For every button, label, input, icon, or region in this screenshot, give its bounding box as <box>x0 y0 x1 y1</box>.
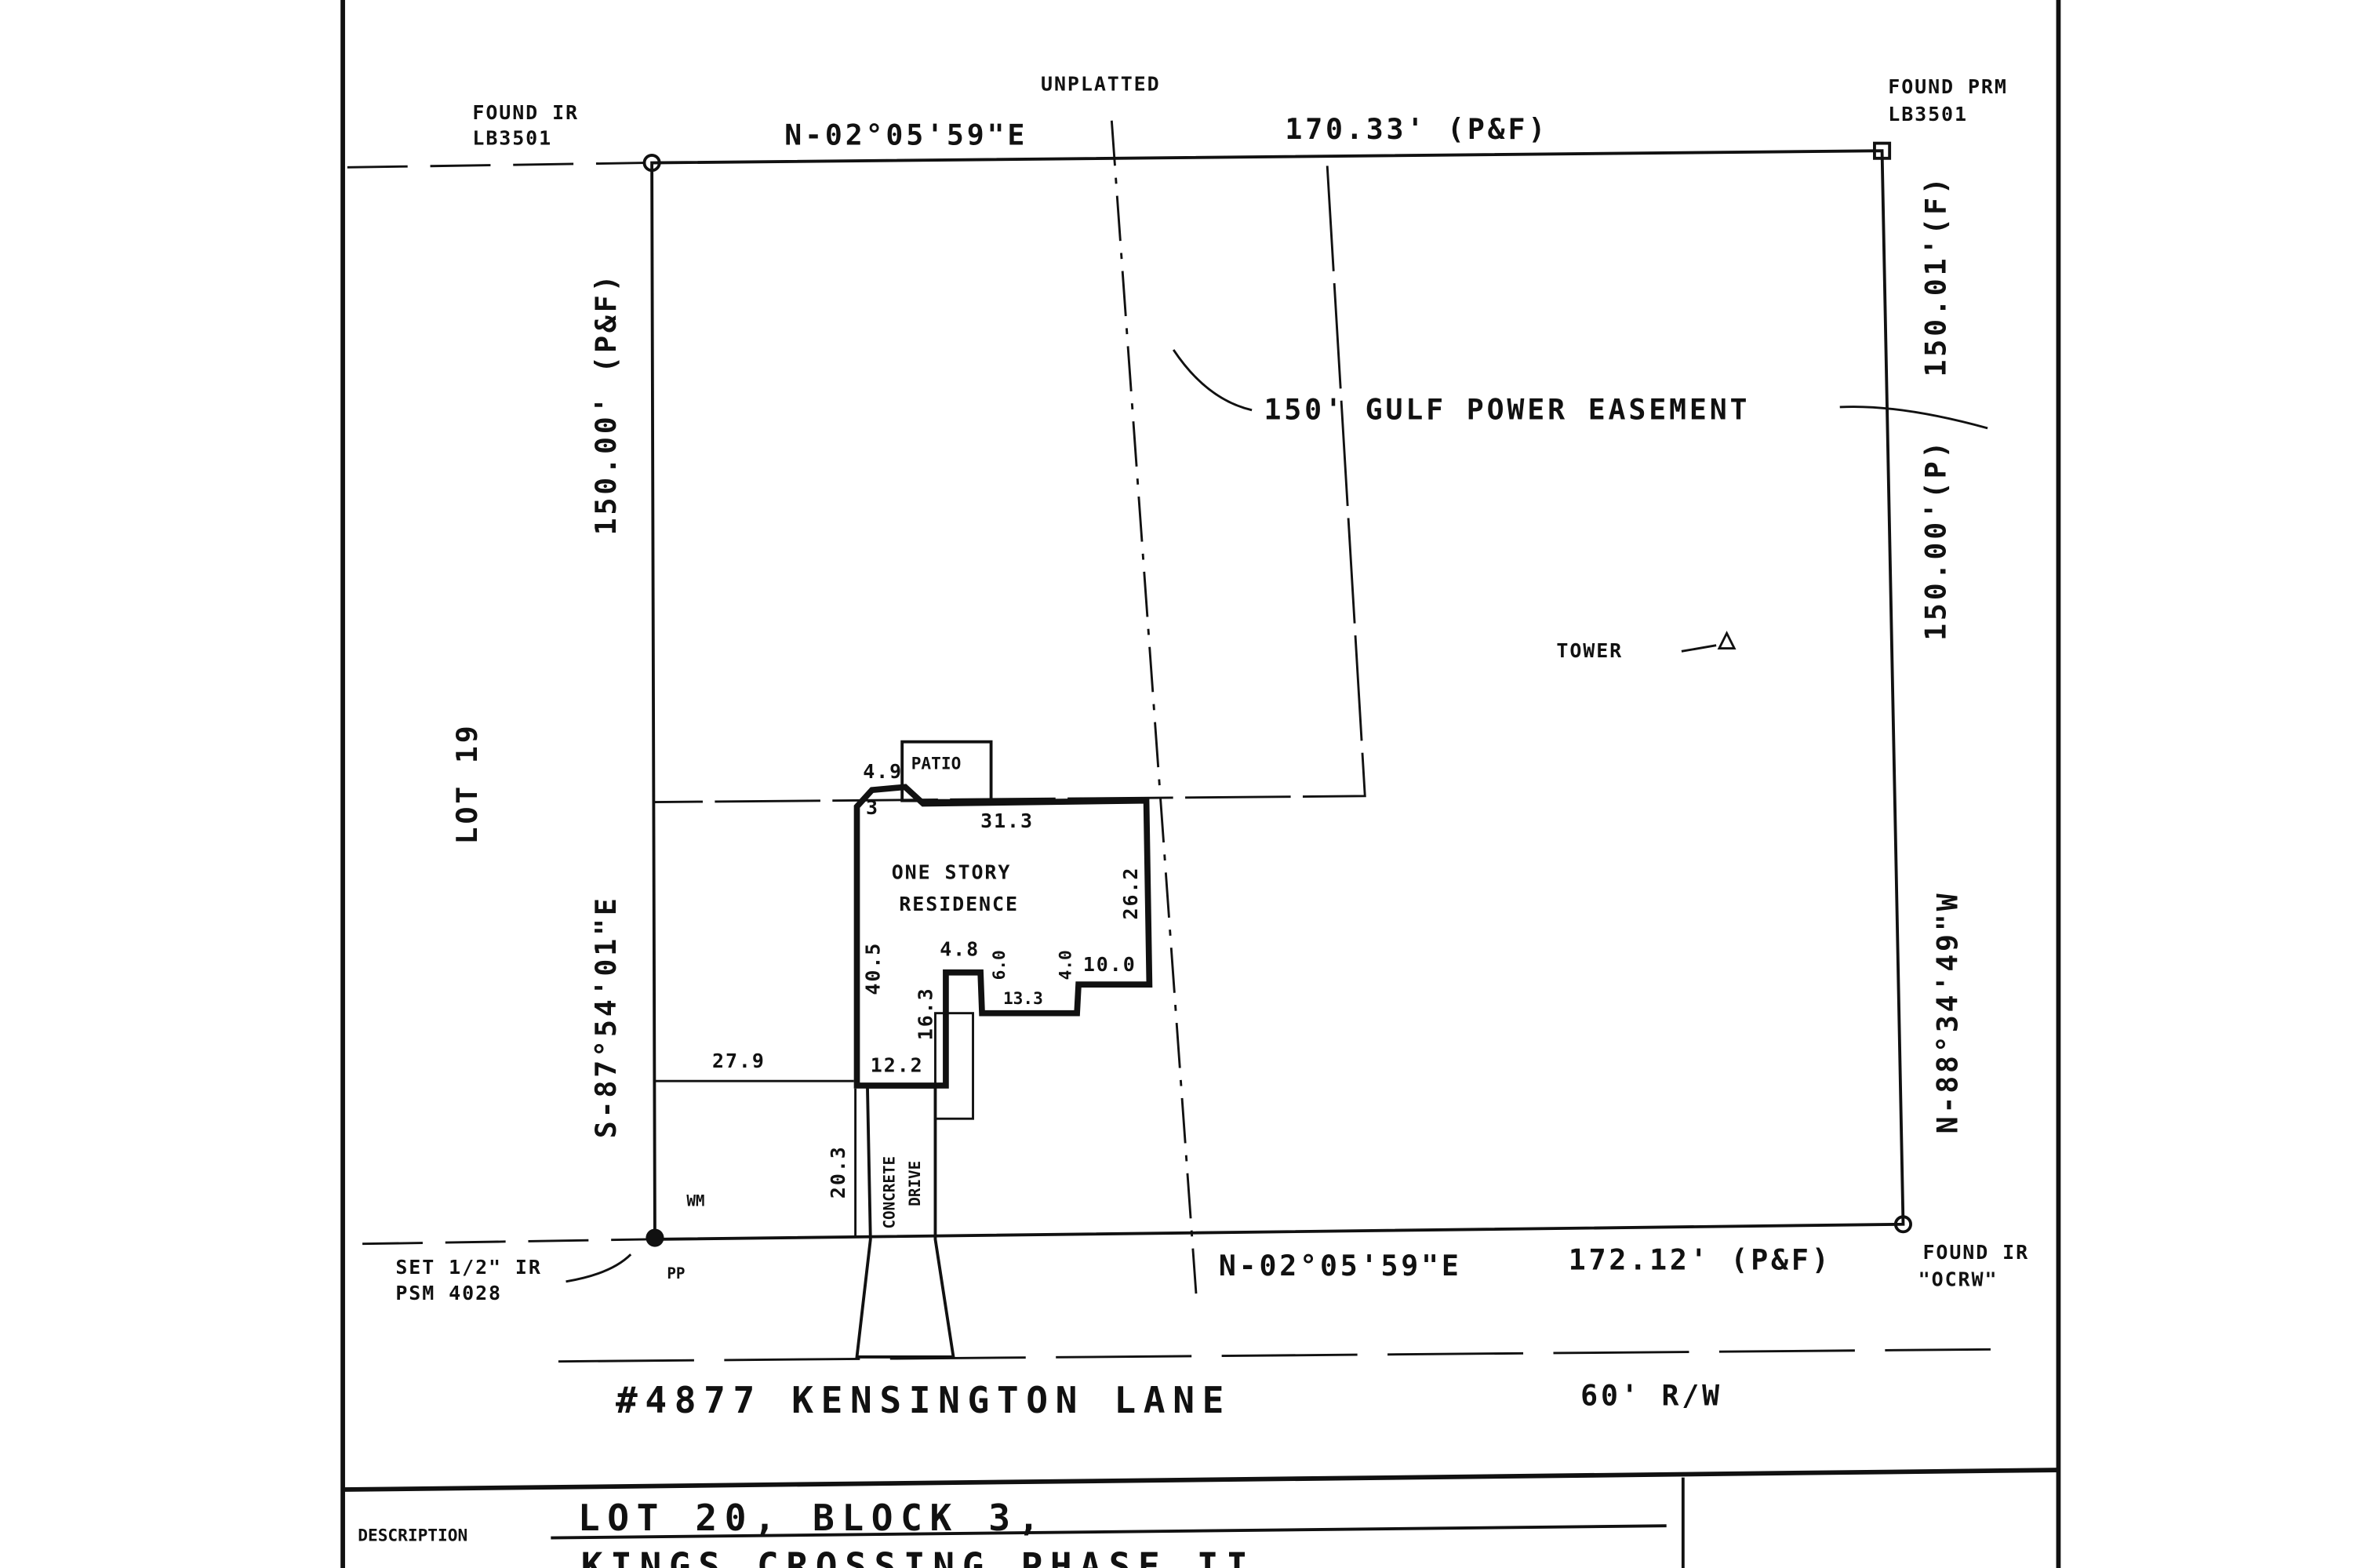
wm-label: WM <box>686 1192 704 1210</box>
dim-40-5: 40.5 <box>861 942 884 995</box>
easement-leader-right <box>1839 406 1988 430</box>
found-ir-se-marker <box>1893 1215 1912 1234</box>
description-label: DESCRIPTION <box>358 1525 467 1544</box>
boundary-extension-north <box>347 162 646 169</box>
found-prm-label: FOUND PRM <box>1888 75 2008 98</box>
row-label: 60' R/W <box>1580 1378 1722 1412</box>
dim-13-3: 13.3 <box>1003 988 1043 1008</box>
drive-label-2: DRIVE <box>906 1161 924 1206</box>
patio-label: PATIO <box>911 753 962 773</box>
dim-4-8: 4.8 <box>940 938 980 961</box>
boundary-extension-south <box>362 1238 649 1246</box>
walkway <box>934 1012 974 1120</box>
dim-10-0: 10.0 <box>1083 953 1136 976</box>
set-ir-label-2: PSM 4028 <box>395 1282 502 1304</box>
found-prm-marker <box>1873 141 1892 160</box>
found-ir-nw-label: FOUND IR <box>472 101 579 124</box>
east-distance-f: 150.01'(F) <box>1918 174 1952 377</box>
dim-20-3: 20.3 <box>827 1145 849 1199</box>
dim-31-3: 31.3 <box>980 809 1034 832</box>
dim-4-0: 4.0 <box>1055 950 1075 980</box>
set-ir-marker <box>646 1228 664 1247</box>
easement-line <box>654 166 1366 804</box>
dim-6-0: 6.0 <box>989 950 1009 980</box>
frame-bottom <box>343 1468 2059 1492</box>
concrete-drive <box>855 1085 955 1359</box>
dim-26-2: 26.2 <box>1119 867 1142 920</box>
dim-4-9: 4.9 <box>863 760 903 783</box>
drive-label: CONCRETE <box>881 1156 899 1229</box>
unplatted-label: UNPLATTED <box>1041 72 1161 95</box>
lot-boundary <box>650 149 1905 1241</box>
south-bearing: N-02°05'59"E <box>1219 1249 1462 1282</box>
found-ir-se-label-2: "OCRW" <box>1918 1268 1998 1291</box>
north-distance: 170.33' (P&F) <box>1285 112 1548 146</box>
east-distance-p: 150.00'(P) <box>1918 438 1952 641</box>
dim-12-2: 12.2 <box>871 1054 924 1077</box>
dim-16-3: 16.3 <box>915 987 937 1040</box>
tower-icon <box>1681 631 1737 653</box>
description-line-2: KINGS CROSSING PHASE II <box>581 1544 1256 1568</box>
tower-label: TOWER <box>1556 639 1623 662</box>
set-ir-label: SET 1/2" IR <box>395 1256 542 1279</box>
west-distance: 150.00' (P&F) <box>589 272 623 536</box>
easement-leader <box>1172 349 1253 412</box>
pp-label: PP <box>667 1264 685 1282</box>
dim-3: 3 <box>866 796 879 819</box>
residence-label: ONE STORY <box>892 861 1012 884</box>
west-bearing: S-87°54'01"E <box>589 895 623 1138</box>
dim-27-9: 27.9 <box>712 1050 766 1072</box>
found-ir-nw-label-2: LB3501 <box>472 127 552 150</box>
description-underline <box>551 1524 1667 1540</box>
easement-label: 150' GULF POWER EASEMENT <box>1264 392 1750 426</box>
lot-19-label: LOT 19 <box>450 722 484 844</box>
set-ir-leader <box>566 1253 632 1283</box>
residence-outline <box>853 784 1153 1089</box>
north-bearing: N-02°05'59"E <box>784 118 1027 152</box>
description-line-1: LOT 20, BLOCK 3, <box>578 1497 1047 1539</box>
street-label: #4877 KENSINGTON LANE <box>616 1379 1231 1421</box>
road-line <box>558 1348 1991 1363</box>
found-ir-se-label: FOUND IR <box>1922 1241 2029 1264</box>
unplatted-line <box>1110 120 1198 1294</box>
residence-label-2: RESIDENCE <box>899 893 1019 915</box>
south-distance: 172.12' (P&F) <box>1569 1242 1832 1276</box>
found-ir-nw-marker <box>642 154 661 173</box>
east-bearing: N-88°34'49"W <box>1931 890 1965 1133</box>
found-prm-label-2: LB3501 <box>1888 103 1968 126</box>
